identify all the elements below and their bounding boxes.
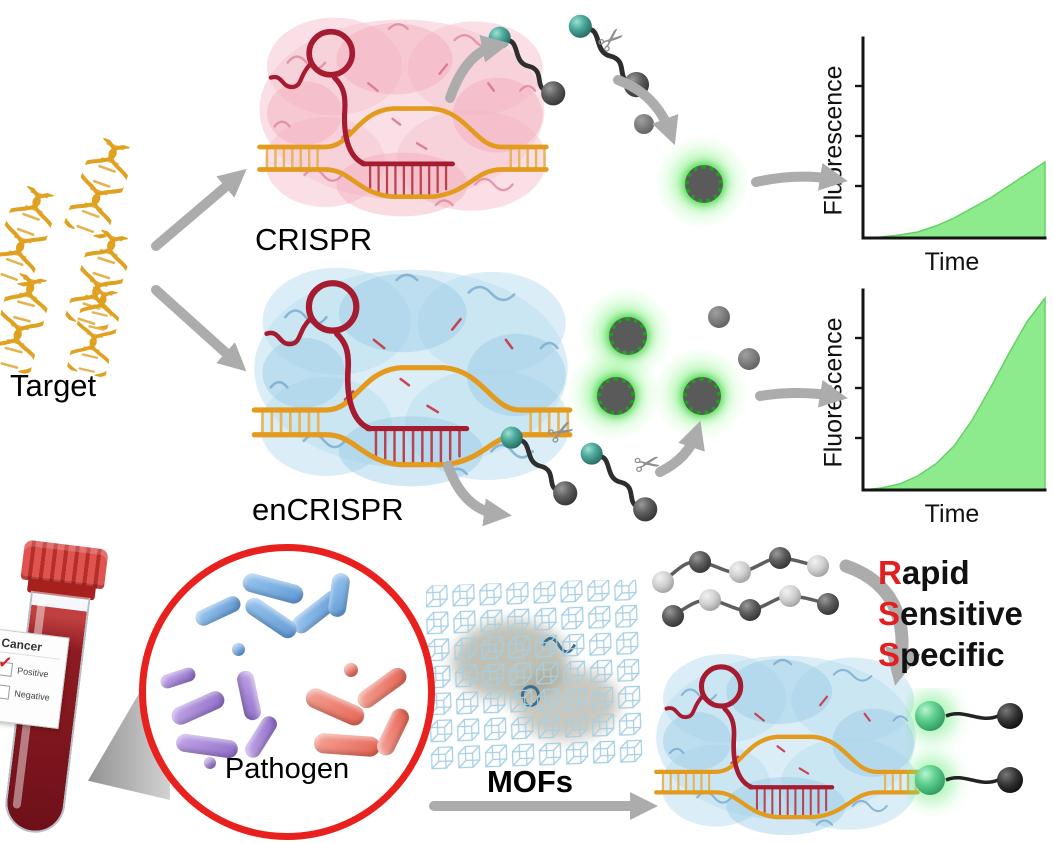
fluorescence-chart-encrispr: Fluorescence Time: [820, 286, 1052, 530]
trait-sensitive: Sensitive: [878, 593, 1023, 634]
fluorescence-chart-crispr: Fluorescence Time: [820, 34, 1052, 278]
trait-initial: S: [878, 595, 901, 632]
crispr-label: CRISPR: [255, 222, 373, 257]
pathogen-label: Pathogen: [224, 753, 350, 785]
target-label: Target: [10, 368, 97, 403]
tube-option-negative: Negative: [0, 684, 56, 705]
trait-rest: ensitive: [900, 595, 1023, 632]
dna-helix-icon: [0, 271, 55, 376]
checkbox-checked: ✓: [0, 652, 13, 677]
trait-rest: apid: [901, 554, 970, 591]
fluorophore-bead: [915, 701, 945, 731]
quenched-reporter-pairs: [909, 693, 1023, 803]
bacterium-purple: [235, 669, 263, 722]
mofs-label: MOFs: [486, 764, 574, 799]
target-dna-cluster: [0, 135, 138, 379]
linker: [945, 776, 999, 784]
fluorophore-bead: [915, 765, 945, 795]
encrispr-label: enCRISPR: [252, 492, 404, 527]
fluorescent-particle: [656, 136, 748, 228]
trait-rest: pecific: [900, 636, 1005, 673]
bacterium-purple: [204, 757, 216, 769]
x-axis-label: Time: [924, 248, 980, 276]
bacterium-blue: [192, 593, 244, 629]
scissors-icon: ✂: [631, 443, 664, 485]
dna-helix-icon: [63, 135, 138, 241]
bacterium-purple: [158, 665, 198, 691]
check-icon: ✓: [0, 652, 14, 673]
axes: [861, 36, 1047, 240]
mof-lattice: [426, 580, 644, 774]
y-axis-ticks: [855, 336, 863, 440]
dna-helix-icon: [0, 183, 62, 289]
quencher-bead: [997, 767, 1023, 793]
fluorophore-core: [597, 377, 635, 415]
bacterium-purple: [168, 688, 228, 728]
tube-label: Cancer ✓ Positive Negative: [0, 628, 70, 730]
bacterium-red: [373, 705, 413, 759]
quencher-bead: [997, 703, 1023, 729]
y-axis-label: Fluorescence: [819, 317, 848, 468]
checkbox-empty: [0, 684, 11, 700]
quencher-bead: [634, 114, 654, 134]
reporter-probe: [486, 24, 570, 108]
tube-option-positive: ✓ Positive: [0, 652, 59, 682]
blood-tube: Cancer ✓ Positive Negative: [0, 538, 130, 843]
chart-plot-area: [855, 36, 1047, 240]
bacterium-red: [354, 664, 410, 712]
bacterium-red: [302, 685, 368, 729]
quencher-bead: [738, 348, 760, 370]
mof-structure: [426, 580, 644, 774]
bacterium-red: [344, 663, 358, 677]
trait-specific: Specific: [878, 634, 1023, 675]
bead-chains: [652, 547, 839, 627]
arrow-reporters-to-fluorophores: [655, 420, 705, 477]
quencher-bead: [708, 306, 730, 328]
linker: [945, 712, 999, 720]
x-axis-label: Time: [924, 500, 980, 528]
chart-plot-area: [855, 288, 1047, 492]
fluorophore-core: [685, 165, 723, 203]
axes: [861, 288, 1047, 492]
rss-text: Rapid Sensitive Specific: [878, 552, 1023, 675]
y-axis-label: Fluorescence: [819, 65, 848, 216]
fluorescent-particle: [654, 348, 746, 440]
area-series: [862, 295, 1046, 491]
bacterium-blue: [232, 643, 245, 656]
tube-option-label: Positive: [16, 665, 50, 680]
y-axis-ticks: [855, 84, 863, 188]
dna-helix-icon: [64, 227, 136, 332]
trait-rapid: Rapid: [878, 552, 1023, 593]
pathogen-magnifier-circle: Pathogen: [139, 544, 435, 840]
trait-initial: S: [878, 636, 901, 673]
trait-initial: R: [878, 554, 902, 591]
area-series: [862, 160, 1046, 239]
fluorescent-particle: [568, 348, 660, 440]
tube-option-label: Negative: [13, 688, 51, 703]
fluorophore-core: [683, 377, 721, 415]
bacterium-blue: [327, 571, 351, 619]
